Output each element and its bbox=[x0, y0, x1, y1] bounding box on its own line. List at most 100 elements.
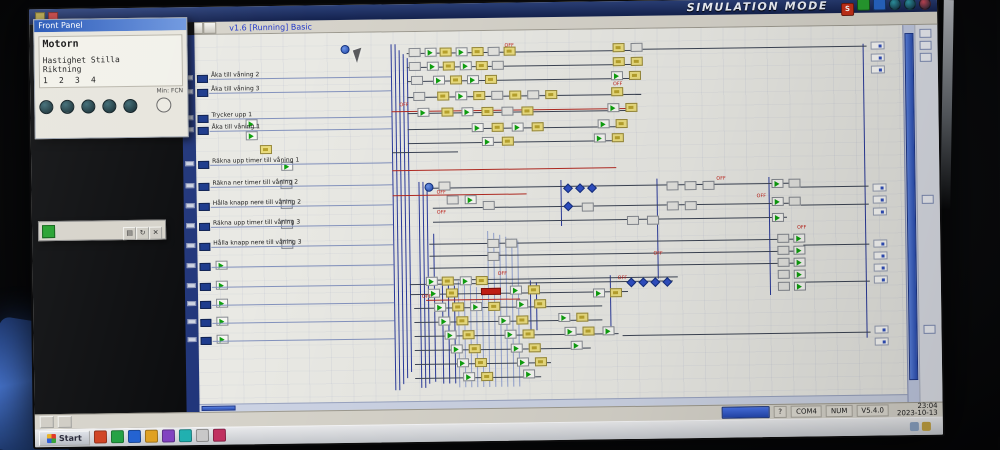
rung-tag[interactable] bbox=[200, 336, 212, 345]
fbd-block-y[interactable] bbox=[481, 106, 494, 117]
fbd-block-y[interactable] bbox=[582, 326, 595, 336]
fbd-block-gr[interactable] bbox=[482, 200, 495, 211]
fbd-block-y[interactable] bbox=[475, 275, 488, 286]
refresh-icon[interactable]: ↻ bbox=[136, 226, 150, 240]
fbd-block-y[interactable] bbox=[449, 75, 463, 85]
fbd-block-g[interactable] bbox=[425, 276, 438, 286]
fbd-block-g[interactable] bbox=[793, 269, 806, 279]
fbd-block-y[interactable] bbox=[474, 358, 488, 368]
fbd-block-g[interactable] bbox=[455, 91, 468, 101]
fbd-block-o[interactable] bbox=[873, 275, 888, 284]
fbd-block-y[interactable] bbox=[441, 276, 454, 286]
fbd-block-y[interactable] bbox=[611, 133, 624, 143]
rung-tag[interactable] bbox=[198, 222, 211, 232]
fbd-block-o[interactable] bbox=[873, 239, 888, 248]
fbd-block-g[interactable] bbox=[471, 123, 484, 133]
quick-launch-icon[interactable] bbox=[195, 428, 209, 443]
fbd-block-y[interactable] bbox=[625, 102, 638, 113]
fbd-block-gr[interactable] bbox=[777, 281, 790, 291]
fbd-block-g[interactable] bbox=[771, 178, 784, 189]
fbd-block-o[interactable] bbox=[870, 53, 885, 62]
fbd-block-y[interactable] bbox=[528, 343, 541, 353]
fbd-block-g[interactable] bbox=[593, 133, 606, 143]
fbd-block-g[interactable] bbox=[602, 326, 615, 336]
fbd-block-y[interactable] bbox=[462, 330, 475, 340]
panel-button[interactable] bbox=[102, 98, 117, 113]
fbd-block-y[interactable] bbox=[491, 122, 504, 132]
fbd-block-y[interactable] bbox=[473, 90, 486, 101]
fbd-block-gr[interactable] bbox=[410, 75, 424, 86]
fbd-block-g[interactable] bbox=[516, 299, 529, 309]
fbd-block-g[interactable] bbox=[470, 302, 483, 312]
rung-tag[interactable] bbox=[200, 318, 212, 327]
fbd-block-y[interactable] bbox=[484, 74, 498, 84]
fbd-block-g[interactable] bbox=[771, 196, 784, 207]
fbd-block-y[interactable] bbox=[488, 301, 501, 311]
fbd-block-gr[interactable] bbox=[666, 181, 679, 191]
panel-mark[interactable] bbox=[919, 40, 932, 50]
fbd-block-g[interactable] bbox=[245, 131, 258, 141]
fbd-block-y[interactable] bbox=[471, 47, 484, 57]
fbd-block-o[interactable] bbox=[874, 337, 889, 346]
fbd-block-y[interactable] bbox=[441, 107, 454, 117]
fbd-block-g[interactable] bbox=[516, 357, 530, 367]
fbd-block-o[interactable] bbox=[870, 41, 885, 50]
fbd-block-gr[interactable] bbox=[777, 257, 790, 267]
fbd-block-g[interactable] bbox=[216, 298, 229, 308]
fbd-block-g[interactable] bbox=[438, 316, 451, 326]
fbd-block-gr[interactable] bbox=[491, 60, 504, 70]
panel-mark[interactable] bbox=[919, 52, 932, 62]
fbd-block-y[interactable] bbox=[437, 91, 450, 101]
fbd-block-g[interactable] bbox=[607, 103, 620, 113]
fbd-block-o[interactable] bbox=[870, 65, 885, 74]
fbd-block-g[interactable] bbox=[466, 75, 480, 85]
fbd-block-gr[interactable] bbox=[777, 245, 790, 255]
rung-tag[interactable] bbox=[199, 282, 211, 292]
rung-tag[interactable] bbox=[199, 262, 211, 272]
fbd-block-g[interactable] bbox=[459, 61, 472, 71]
fbd-block-gr[interactable] bbox=[413, 91, 426, 102]
fbd-block-y[interactable] bbox=[452, 302, 465, 312]
fbd-block-g[interactable] bbox=[444, 330, 457, 340]
fbd-block-b[interactable] bbox=[638, 277, 649, 288]
fbd-block-gr[interactable] bbox=[408, 47, 421, 58]
panel-mark[interactable] bbox=[919, 28, 932, 38]
fbd-block-b[interactable] bbox=[563, 201, 574, 212]
statusbar-button[interactable] bbox=[39, 416, 54, 429]
start-button[interactable]: Start bbox=[38, 430, 90, 447]
fbd-block-g[interactable] bbox=[426, 61, 439, 71]
fbd-block-cursor[interactable] bbox=[352, 47, 366, 63]
fbd-block-g[interactable] bbox=[509, 285, 523, 295]
fbd-block-io[interactable] bbox=[424, 182, 434, 192]
fbd-block-o[interactable] bbox=[872, 195, 887, 204]
fbd-block-g[interactable] bbox=[456, 358, 470, 368]
panel-button[interactable] bbox=[81, 98, 96, 114]
fbd-block-gr[interactable] bbox=[702, 180, 715, 190]
fbd-block-y[interactable] bbox=[259, 144, 273, 155]
fbd-block-g[interactable] bbox=[793, 257, 806, 267]
fbd-block-g[interactable] bbox=[464, 195, 477, 205]
fbd-block-y[interactable] bbox=[439, 47, 452, 57]
fbd-block-gr[interactable] bbox=[684, 181, 697, 191]
fbd-block-y[interactable] bbox=[468, 344, 481, 354]
fbd-block-g[interactable] bbox=[215, 260, 228, 270]
close-icon[interactable]: ✕ bbox=[149, 226, 163, 240]
titlebar-round-button[interactable] bbox=[888, 0, 902, 11]
fbd-block-gr[interactable] bbox=[446, 195, 459, 205]
fbd-block-y[interactable] bbox=[527, 285, 541, 295]
fbd-block-gr[interactable] bbox=[777, 269, 790, 279]
grid-icon[interactable]: ▤ bbox=[123, 226, 137, 241]
fbd-block-b[interactable] bbox=[662, 277, 673, 287]
fbd-block-y[interactable] bbox=[545, 89, 558, 100]
fbd-block-g[interactable] bbox=[481, 136, 494, 147]
fbd-block-g[interactable] bbox=[523, 369, 536, 379]
fbd-block-o[interactable] bbox=[873, 263, 888, 272]
statusbar-button[interactable] bbox=[57, 415, 72, 428]
fbd-block-g[interactable] bbox=[461, 107, 474, 117]
fbd-block-gr[interactable] bbox=[408, 61, 421, 72]
fbd-block-g[interactable] bbox=[417, 107, 430, 117]
fbd-block-g[interactable] bbox=[558, 312, 571, 322]
fbd-block-y[interactable] bbox=[534, 299, 547, 309]
panel-button[interactable] bbox=[39, 99, 54, 114]
quick-launch-icon[interactable] bbox=[110, 430, 124, 444]
